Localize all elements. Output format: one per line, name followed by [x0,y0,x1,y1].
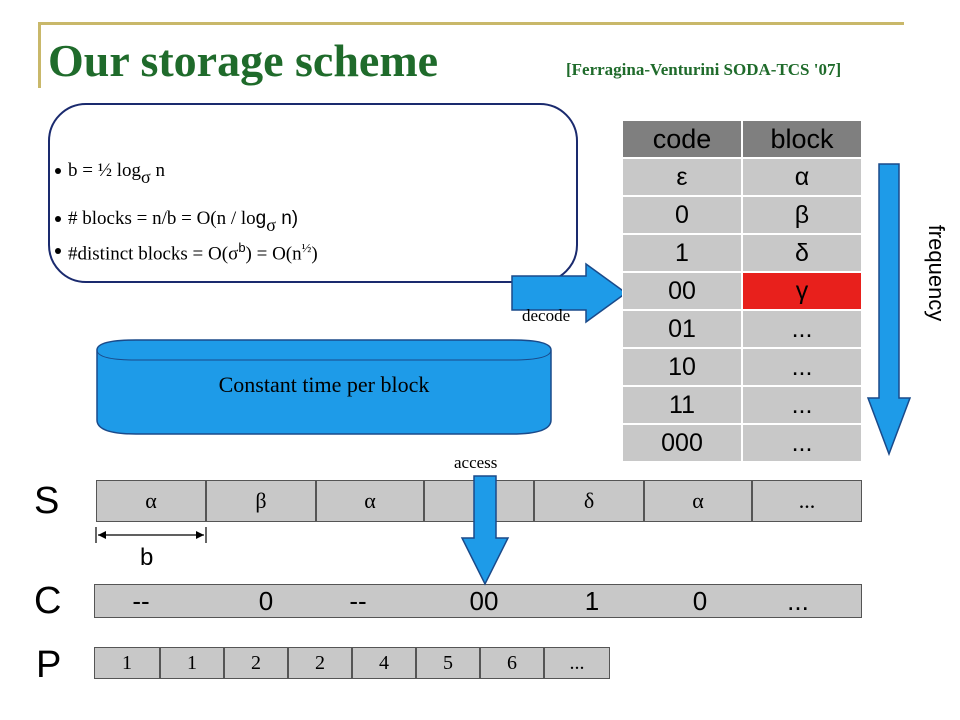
table-block: β [742,196,862,234]
bullet-distinct-blocks: #distinct blocks = O(σb) = O(n½) [55,240,318,265]
c-cell: -- [349,586,367,616]
decode-label: decode [522,306,571,325]
table-header-code: code [622,120,742,158]
row-label-c: C [34,580,62,622]
drum-label: Constant time per block [218,372,430,397]
p-cell: 1 [160,647,224,679]
row-label-p: P [36,644,62,686]
s-cell: δ [534,480,644,522]
c-cell: ... [787,586,809,616]
table-block: ... [742,386,862,424]
table-code: 00 [622,272,742,310]
decode-arrow-icon [511,262,628,324]
table-block: α [742,158,862,196]
access-label: access [454,453,498,472]
table-block: δ [742,234,862,272]
table-block: ... [742,348,862,386]
access-arrow-icon [460,475,510,586]
table-code: 0 [622,196,742,234]
table-code: 1 [622,234,742,272]
p-cell: 4 [352,647,416,679]
table-header-block: block [742,120,862,158]
p-cell: 2 [224,647,288,679]
block-size-label: b [140,544,154,571]
slide-title: Our storage scheme [48,35,439,86]
table-code: 01 [622,310,742,348]
table-code: 10 [622,348,742,386]
p-cell: ... [544,647,610,679]
s-cell: α [96,480,206,522]
title-frame-left [38,22,41,88]
citation: [Ferragina-Venturini SODA-TCS '07] [566,60,842,79]
table-block: ... [742,310,862,348]
block-width-marker [95,527,207,543]
title-frame-top [38,22,904,25]
s-cell: β [206,480,316,522]
table-block-highlighted: γ [742,272,862,310]
c-cell: 0 [692,586,708,616]
p-cell: 5 [416,647,480,679]
c-cell: -- [132,586,150,616]
p-cell: 2 [288,647,352,679]
c-cell: 1 [584,586,600,616]
constant-time-drum [96,339,552,435]
bullet-block-size: b = ½ logσ n [55,160,165,187]
s-cell: ... [752,480,862,522]
info-box [48,103,578,283]
c-cell: 00 [469,586,499,616]
table-code: ε [622,158,742,196]
c-cell: 0 [258,586,274,616]
table-code: 11 [622,386,742,424]
bullet-num-blocks: # blocks = n/b = O(n / logσ n) [54,208,299,235]
table-code: 000 [622,424,742,462]
table-block: ... [742,424,862,462]
frequency-label: frequency [924,224,949,322]
c-array [94,584,862,618]
p-cell: 1 [94,647,160,679]
s-cell: α [644,480,752,522]
row-label-s: S [34,480,60,522]
frequency-arrow-icon [866,163,912,457]
s-cell: α [316,480,424,522]
p-cell: 6 [480,647,544,679]
